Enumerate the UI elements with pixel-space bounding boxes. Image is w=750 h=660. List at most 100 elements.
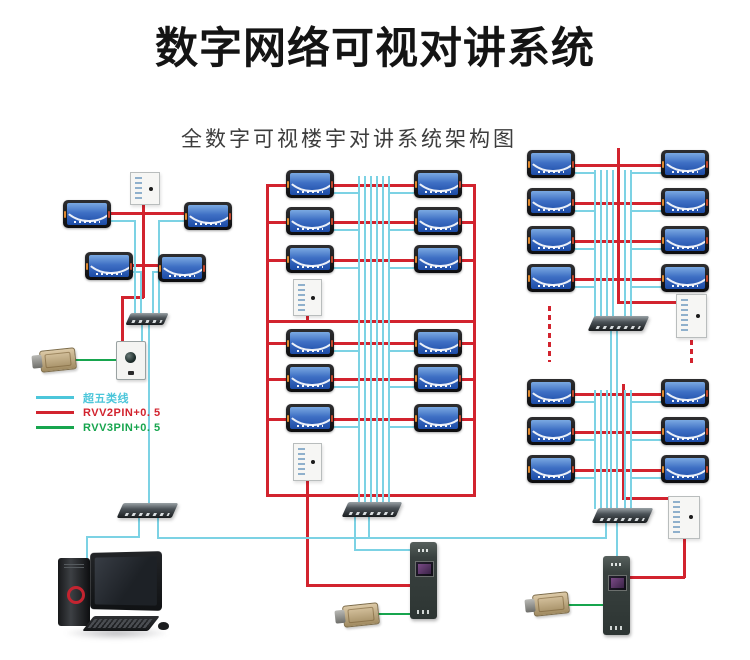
diagram-subtitle: 全数字可视楼宇对讲系统架构图 (181, 127, 517, 151)
wire-cat5 (148, 325, 150, 505)
wire-rvv2 (622, 497, 668, 500)
screen-arc-graphic (67, 203, 107, 223)
indoor-monitor (661, 188, 709, 216)
wire-rvv2 (473, 184, 476, 497)
indoor-monitor (184, 202, 232, 230)
monitor-button (415, 217, 417, 225)
screen-arc-graphic (162, 257, 202, 277)
switch-ports (124, 513, 170, 516)
switch-ports (349, 512, 394, 515)
screen-arc-graphic (418, 248, 458, 268)
monitor-button (64, 210, 66, 218)
screen-arc-graphic (531, 229, 571, 249)
door-station-screen (607, 575, 627, 591)
monitor-button (528, 465, 530, 473)
monitor-button (287, 180, 289, 188)
card-reader-slot (416, 610, 431, 614)
pc-screen (94, 556, 157, 606)
psu-terminal-labels (298, 284, 305, 311)
electric-lock (524, 591, 571, 617)
wire-rvv2 (690, 340, 693, 367)
screen-dock-icons (425, 228, 451, 230)
monitor-screen (531, 229, 571, 251)
screen-dock-icons (297, 228, 323, 230)
wire-cat5 (333, 350, 358, 352)
network-switch (591, 508, 654, 523)
screen-arc-graphic (290, 367, 330, 387)
wire-cat5 (138, 517, 140, 538)
wire-rvv2 (142, 202, 145, 298)
screen-dock-icons (425, 191, 451, 193)
monitor-screen (531, 420, 571, 442)
indoor-monitor (661, 150, 709, 178)
screen-arc-graphic (665, 153, 705, 173)
screen-dock-icons (297, 350, 323, 352)
screen-dock-icons (538, 476, 564, 478)
monitor-screen (418, 407, 458, 429)
psu-status-led (149, 186, 153, 191)
monitor-screen (89, 255, 129, 277)
wire-cat5 (382, 176, 384, 504)
wire-cat5 (575, 477, 594, 479)
wire-rvv2 (575, 469, 661, 472)
wire-rvv2 (575, 393, 661, 396)
monitor-button (415, 339, 417, 347)
wire-cat5 (612, 170, 614, 318)
wire-cat5 (575, 286, 594, 288)
switch-ports (595, 326, 641, 329)
wire-rvv2 (575, 202, 663, 205)
wire-rvv2 (575, 431, 661, 434)
psu-status-led (689, 515, 693, 520)
legend-item-rvv3: RVV3PIN+0. 5 (36, 420, 161, 435)
screen-dock-icons (169, 275, 195, 277)
wire-cat5 (358, 176, 360, 504)
wire-cat5 (152, 271, 154, 315)
wire-cat5 (600, 390, 602, 509)
screen-arc-graphic (418, 210, 458, 230)
monitor-button (287, 414, 289, 422)
wire-cat5 (354, 549, 410, 551)
call-button (128, 371, 134, 375)
indoor-monitor (527, 455, 575, 483)
indoor-monitor (527, 379, 575, 407)
indoor-monitor (414, 364, 462, 392)
monitor-screen (665, 267, 705, 289)
wire-rvv3 (72, 359, 117, 361)
monitor-screen (531, 191, 571, 213)
door-station (603, 556, 630, 635)
monitor-button (415, 374, 417, 382)
monitor-screen (531, 458, 571, 480)
network-switch (341, 502, 403, 517)
indoor-monitor (527, 150, 575, 178)
wire-cat5 (390, 229, 414, 231)
monitor-button (662, 465, 664, 473)
monitor-button (287, 374, 289, 382)
screen-dock-icons (538, 247, 564, 249)
wire-cat5 (624, 170, 626, 318)
wire-cat5 (376, 176, 378, 504)
wire-cat5 (333, 386, 358, 388)
power-supply-box (293, 279, 322, 316)
screen-arc-graphic (665, 229, 705, 249)
screen-arc-graphic (418, 407, 458, 427)
wire-cat5 (575, 248, 594, 250)
monitor-screen (290, 248, 330, 270)
indoor-monitor (661, 264, 709, 292)
management-computer (58, 548, 170, 640)
wire-cat5 (133, 271, 140, 273)
power-supply-box (668, 496, 700, 539)
rvv3-color-swatch (36, 426, 74, 429)
monitor-screen (290, 407, 330, 429)
wire-cat5 (86, 536, 88, 564)
wire-cat5 (594, 170, 596, 318)
monitor-button (528, 427, 530, 435)
monitor-button (662, 236, 664, 244)
wire-cat5 (606, 390, 608, 509)
screen-dock-icons (425, 425, 451, 427)
screen-arc-graphic (531, 153, 571, 173)
screen-arc-graphic (665, 382, 705, 402)
screen-arc-graphic (665, 458, 705, 478)
screen-arc-graphic (418, 367, 458, 387)
monitor-screen (290, 210, 330, 232)
monitor-screen (290, 173, 330, 195)
